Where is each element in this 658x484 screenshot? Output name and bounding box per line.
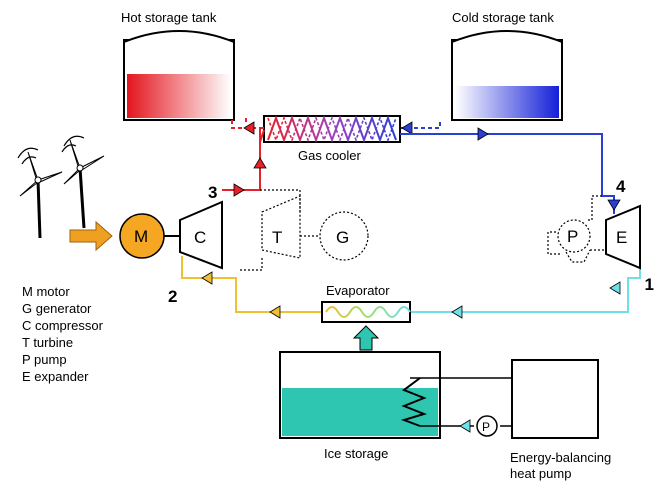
gas-cooler [263,115,401,143]
hot-storage-tank [123,30,235,121]
ice-storage [279,351,441,439]
evaporator-label: Evaporator [326,283,390,298]
cold-storage-tank [451,30,563,121]
legend-item: C compressor [22,318,104,333]
compressor-label: C [194,228,206,247]
ice-storage-label: Ice storage [324,446,388,461]
flow-arrow-icon [607,199,621,211]
compressor [179,200,223,270]
flow-arrow-icon [451,305,463,319]
small-pump-label: P [482,420,490,434]
gas-cooler-label: Gas cooler [298,148,362,163]
heat-pump-label-1: Energy-balancing [510,450,611,465]
state-3: 3 [208,183,217,202]
legend-item: P pump [22,352,67,367]
hot-flow-arrow-icon [243,121,255,135]
heat-pump-label-2: heat pump [510,466,571,481]
legend-item: G generator [22,301,92,316]
flow-arrow-icon [233,183,245,197]
flow-arrow-icon [253,157,267,169]
flow-arrow-icon [269,305,281,319]
turbine-label: T [272,228,282,247]
legend-item: E expander [22,369,89,384]
hot-tank-label: Hot storage tank [121,10,217,25]
wind-turbines-icon [17,135,105,239]
state-2: 2 [168,287,177,306]
flow-arrow-icon [609,281,621,295]
motor-label: M [134,227,148,246]
evaporator [321,301,411,323]
pump-loop [547,195,608,263]
flow-arrow-icon [201,271,213,285]
cool-line [410,256,641,313]
cold-tank-piping [400,120,441,129]
expander [605,204,641,270]
heat-transfer-arrow-icon [352,325,380,351]
flow-arrow-icon [477,127,489,141]
cold-tank-label: Cold storage tank [452,10,554,25]
state-4: 4 [616,177,626,196]
cold-line [400,133,615,214]
heat-pump [440,359,599,439]
legend: M motor G generator C compressor T turbi… [22,284,104,384]
state-1: 1 [645,275,654,294]
turbine-loop [240,189,369,271]
legend-item: M motor [22,284,70,299]
generator-label: G [336,228,349,247]
expander-label: E [616,228,627,247]
hot-line [222,129,265,191]
power-arrow-icon [69,220,113,252]
legend-item: T turbine [22,335,73,350]
cold-flow-arrow-icon [401,121,413,135]
pump-label: P [567,227,578,246]
warm-line [181,256,322,313]
